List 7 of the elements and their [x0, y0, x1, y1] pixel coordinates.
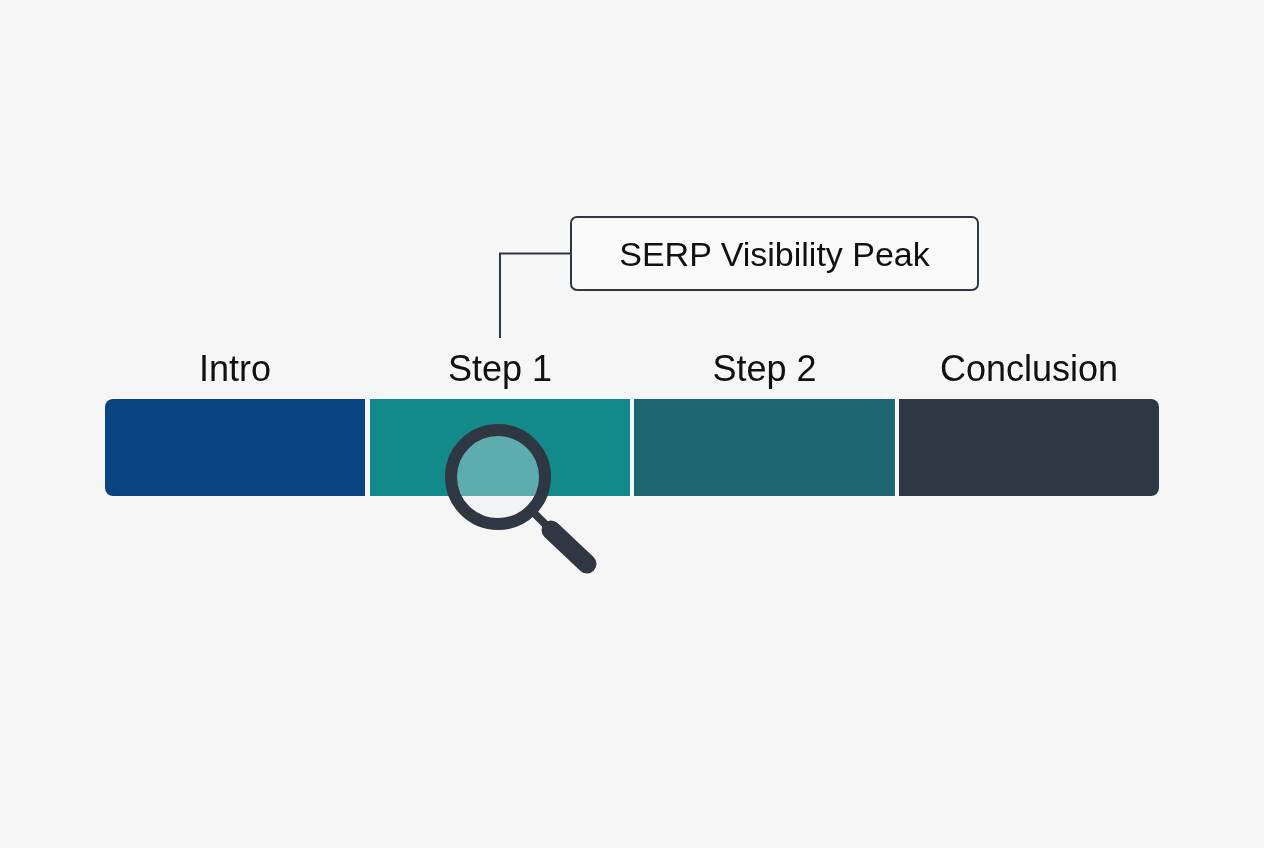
- segment-label: Step 1: [447, 347, 553, 390]
- callout-box: [570, 216, 979, 291]
- segment-label: Step 2: [712, 347, 817, 390]
- callout-text: SERP Visibility Peak: [619, 233, 930, 274]
- leader-line: [499, 252, 571, 339]
- segment-label: Conclusion: [939, 347, 1119, 390]
- segment-label: Intro: [198, 347, 271, 390]
